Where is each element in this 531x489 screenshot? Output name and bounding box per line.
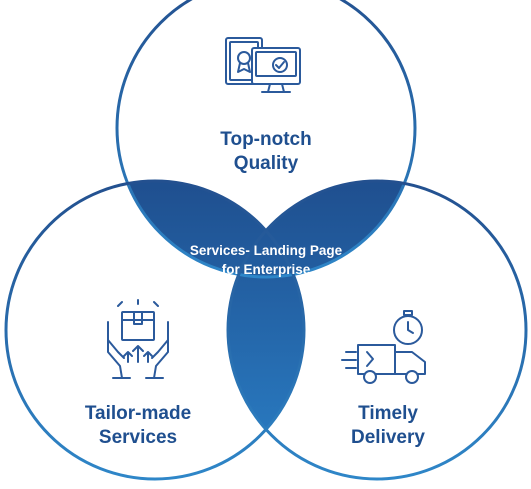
left-label-line2: Services xyxy=(98,427,178,448)
center-label-line1: Services- Landing Page xyxy=(189,243,343,258)
right-label-line2: Delivery xyxy=(351,427,425,448)
top-circle-label: Top-notch Quality xyxy=(186,128,346,176)
delivery-truck-clock-icon xyxy=(341,310,426,384)
left-circle-label: Tailor-made Services xyxy=(58,402,218,450)
overlap-top-left xyxy=(117,181,304,277)
right-label-line1: Timely xyxy=(358,403,418,424)
circle-left-ring xyxy=(4,179,306,481)
center-label-line2: for Enterprise xyxy=(221,262,311,277)
overlap-top-right xyxy=(228,181,415,277)
top-label-line1: Top-notch xyxy=(220,129,312,150)
circle-right-ring xyxy=(226,179,528,481)
certificate-monitor-icon xyxy=(225,37,301,93)
left-label-line1: Tailor-made xyxy=(84,403,192,424)
circle-top-ring xyxy=(115,0,417,279)
top-label-line2: Quality xyxy=(233,153,299,174)
right-circle-label: Timely Delivery xyxy=(308,402,468,450)
package-hands-icon xyxy=(107,299,169,379)
center-label: Services- Landing Page for Enterprise xyxy=(156,241,376,279)
